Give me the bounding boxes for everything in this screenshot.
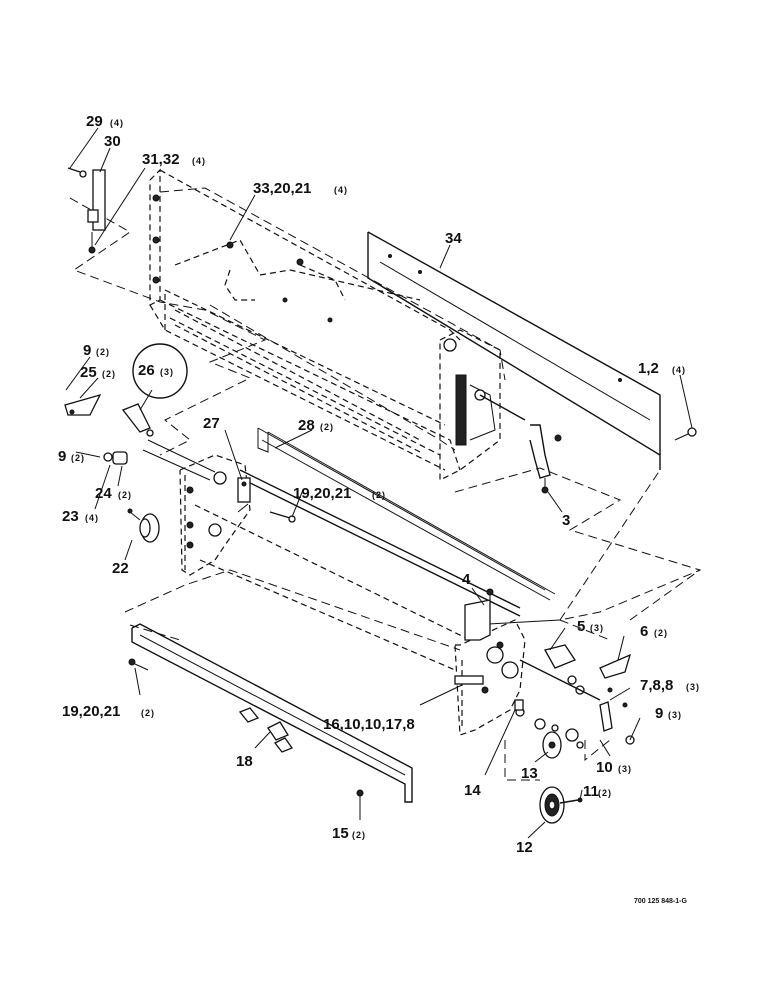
part-13-pulley bbox=[542, 728, 635, 759]
callout-6-qty: (2) bbox=[654, 628, 668, 638]
callout-11: 11 bbox=[583, 783, 599, 800]
callouts: 29 (4) 30 31,32 (4) 33,20,21 (4) 34 1,2 … bbox=[58, 113, 700, 905]
callout-9b-qty: (2) bbox=[71, 453, 85, 463]
callout-25-qty: (2) bbox=[102, 369, 116, 379]
right-side-plate bbox=[454, 588, 526, 736]
part-34-shield bbox=[367, 231, 661, 470]
callout-33: 33,20,21 bbox=[253, 180, 311, 197]
left-side-plate bbox=[179, 454, 251, 576]
callout-19a: 19,20,21 bbox=[293, 485, 351, 502]
part-30-bracket bbox=[67, 167, 106, 254]
part-22-pulley bbox=[127, 508, 160, 543]
callout-7-8-qty: (3) bbox=[686, 682, 700, 692]
drive-assembly bbox=[454, 641, 601, 732]
callout-29-qty: (4) bbox=[110, 118, 124, 128]
callout-24: 24 bbox=[95, 485, 112, 502]
callout-23: 23 bbox=[62, 508, 79, 525]
callout-5: 5 bbox=[577, 618, 585, 635]
lower-shafts bbox=[142, 439, 521, 671]
callout-11-qty: (2) bbox=[598, 788, 612, 798]
part-1-2-bolt bbox=[674, 427, 697, 441]
callout-9c: 9 bbox=[655, 705, 663, 722]
callout-9a-qty: (2) bbox=[96, 347, 110, 357]
callout-13: 13 bbox=[521, 765, 538, 782]
part-19-bolt-upper bbox=[269, 511, 296, 523]
callout-30: 30 bbox=[104, 133, 121, 150]
callout-4: 4 bbox=[462, 571, 471, 588]
callout-6: 6 bbox=[640, 623, 648, 640]
part-26-lever bbox=[64, 393, 154, 465]
callout-1-2: 1,2 bbox=[638, 360, 659, 377]
callout-31-32-qty: (4) bbox=[192, 156, 206, 166]
callout-9c-qty: (3) bbox=[668, 710, 682, 720]
leader-lines bbox=[65, 127, 693, 839]
callout-33-qty: (4) bbox=[334, 185, 348, 195]
callout-31-32: 31,32 bbox=[142, 151, 180, 168]
callout-26-qty: (3) bbox=[160, 367, 174, 377]
upper-hopper-box bbox=[149, 168, 501, 481]
callout-7-8: 7,8,8 bbox=[640, 677, 673, 694]
callout-10-qty: (3) bbox=[618, 764, 632, 774]
callout-1-2-qty: (4) bbox=[672, 365, 686, 375]
part-18-channel bbox=[128, 623, 413, 803]
callout-10: 10 bbox=[596, 759, 613, 776]
assembly-outline bbox=[69, 187, 702, 781]
callout-5-qty: (3) bbox=[590, 623, 604, 633]
part-28-rods bbox=[257, 427, 561, 626]
callout-24-qty: (2) bbox=[118, 490, 132, 500]
callout-15: 15 bbox=[332, 825, 349, 842]
part-6-lever bbox=[599, 653, 632, 732]
callout-23-qty: (4) bbox=[85, 513, 99, 523]
part-3-bracket bbox=[529, 424, 562, 494]
hopper-spring bbox=[152, 194, 526, 446]
callout-12: 12 bbox=[516, 839, 533, 856]
callout-15-qty: (2) bbox=[352, 830, 366, 840]
callout-34: 34 bbox=[445, 230, 462, 247]
callout-16: 16,10,10,17,8 bbox=[323, 716, 415, 733]
part-14-shaft bbox=[514, 699, 524, 711]
callout-18: 18 bbox=[236, 753, 253, 770]
callout-14: 14 bbox=[464, 782, 481, 799]
callout-25: 25 bbox=[80, 364, 97, 381]
callout-26-circle bbox=[132, 343, 188, 399]
callout-27: 27 bbox=[203, 415, 220, 432]
callout-28-qty: (2) bbox=[320, 422, 334, 432]
callout-28: 28 bbox=[298, 417, 315, 434]
callout-3: 3 bbox=[562, 512, 570, 529]
callout-19a-qty: (2) bbox=[372, 490, 386, 500]
callout-9a: 9 bbox=[83, 342, 91, 359]
part-12-pulley bbox=[539, 786, 583, 824]
callout-22: 22 bbox=[112, 560, 129, 577]
callout-19b-qty: (2) bbox=[141, 708, 155, 718]
part-27-bracket bbox=[237, 477, 251, 513]
callout-29: 29 bbox=[86, 113, 103, 130]
drawing-number: 700 125 848-1-G bbox=[634, 898, 687, 905]
callout-19b: 19,20,21 bbox=[62, 703, 120, 720]
callout-26: 26 bbox=[138, 362, 155, 379]
callout-9b: 9 bbox=[58, 448, 66, 465]
